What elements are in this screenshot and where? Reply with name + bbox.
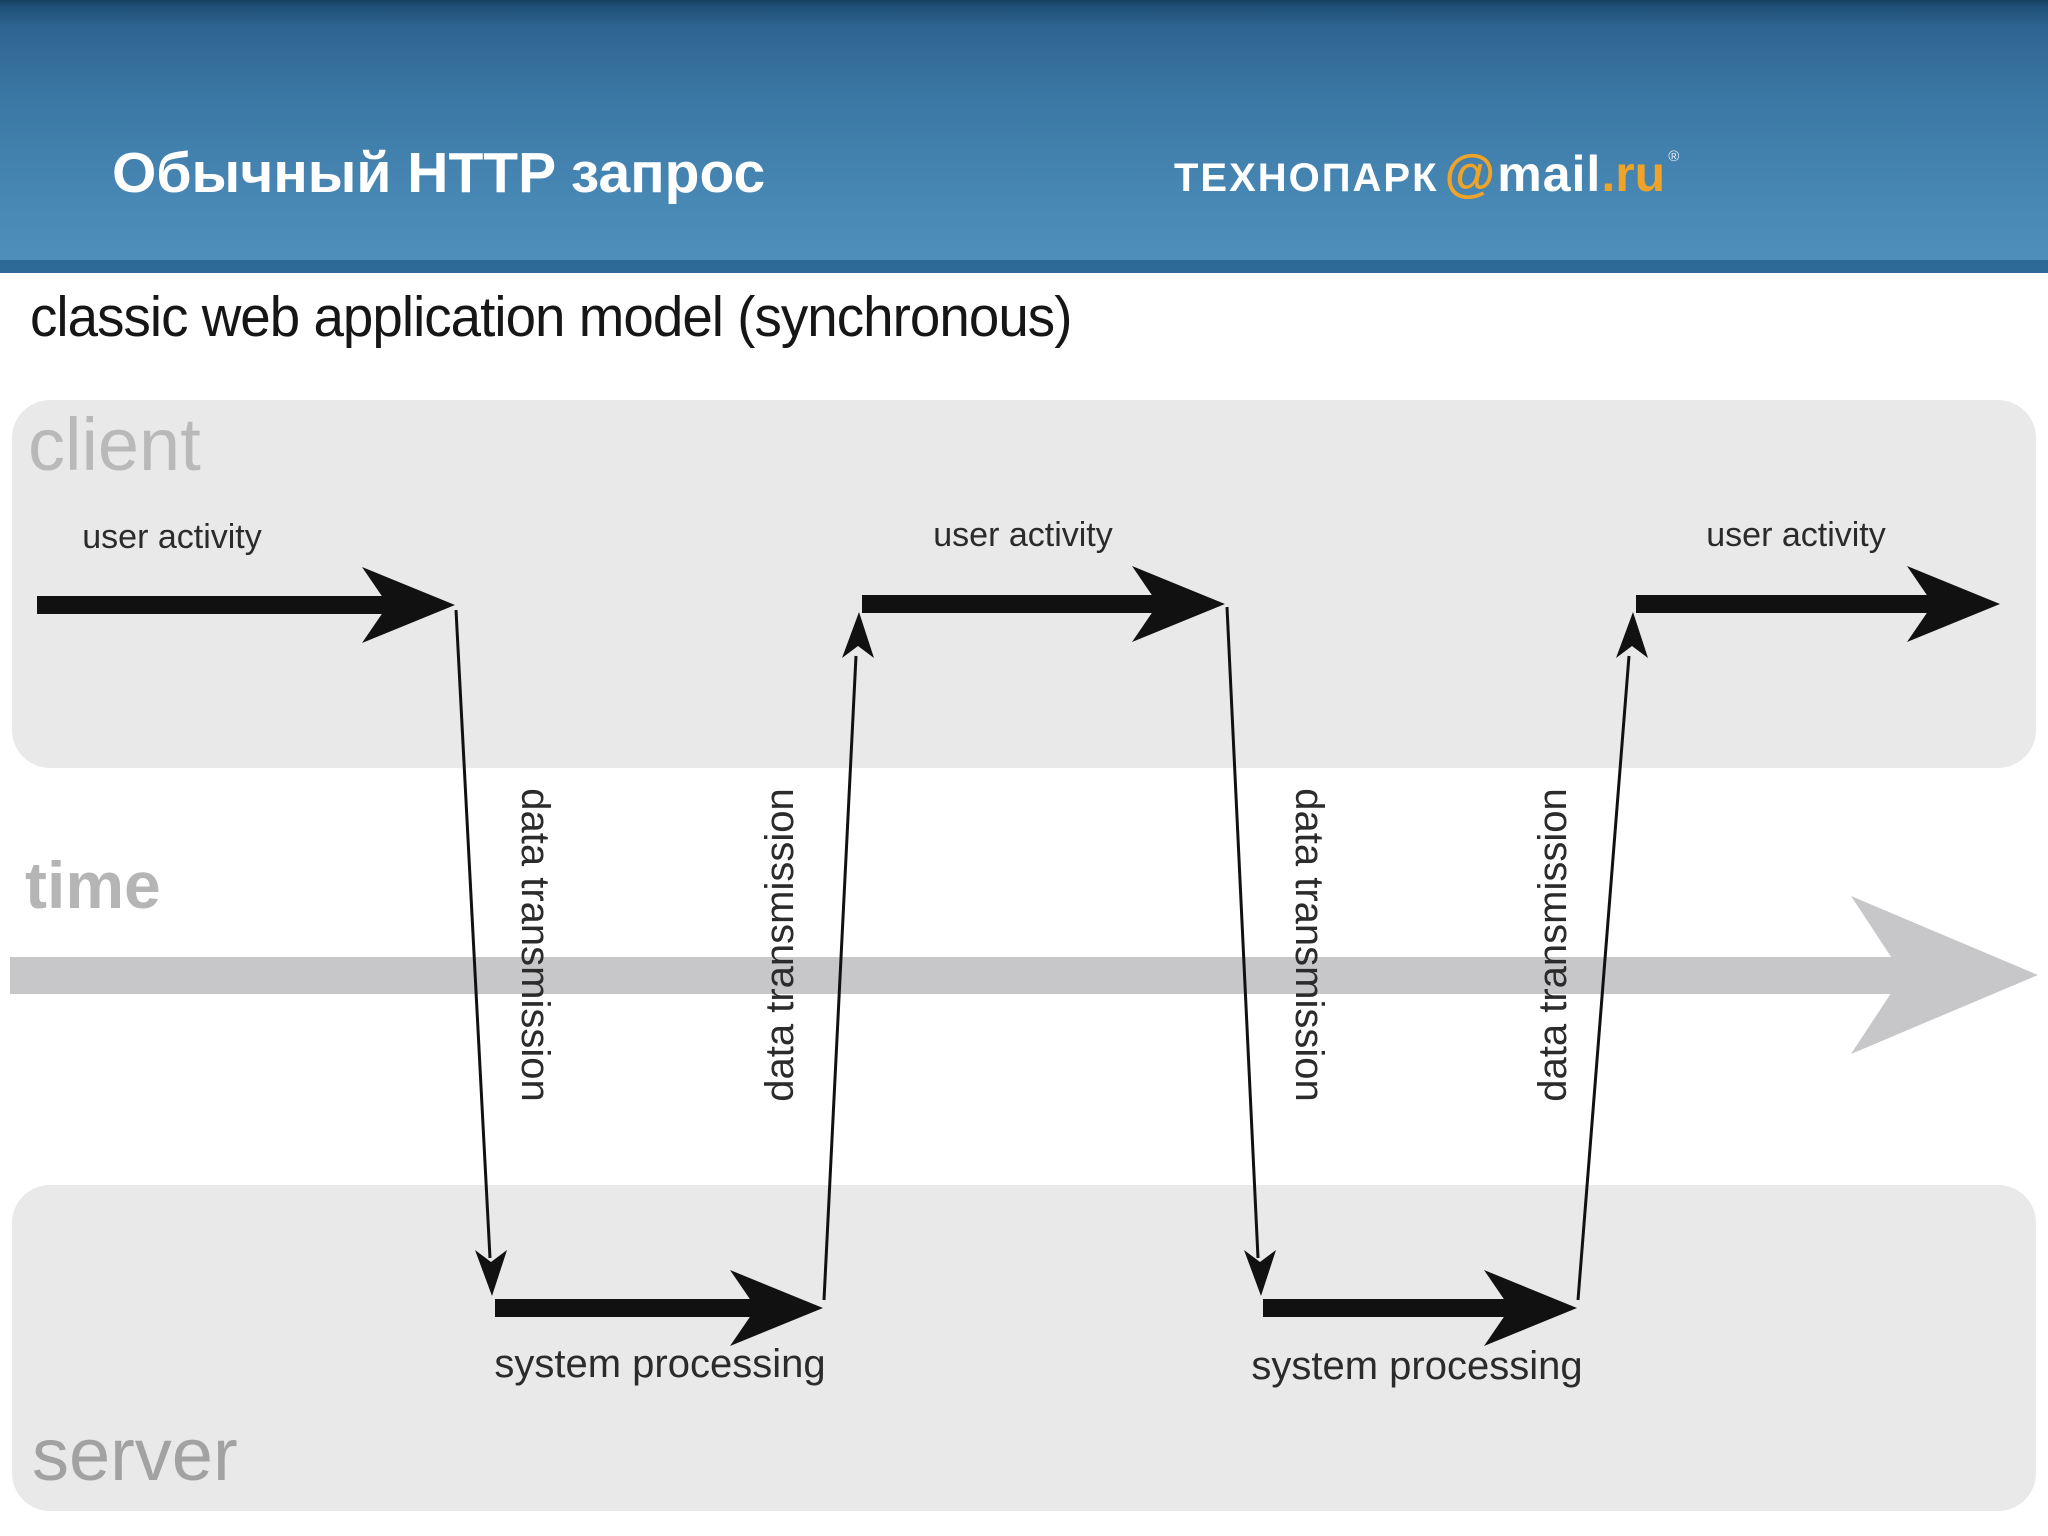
time-axis-arrow [10,896,2038,1054]
slide-header: Обычный HTTP запрос ТЕХНОПАРК @ mail .ru… [0,0,2048,273]
logo-registered-mark: ® [1668,148,1680,165]
data-transmission-label-2: data transmission [758,788,802,1102]
user-activity-label-1: user activity [82,518,262,556]
logo-technopark-text: ТЕХНОПАРК [1174,156,1439,200]
client-label: client [28,403,201,486]
server-band [12,1185,2036,1511]
time-label: time [25,848,161,922]
slide-title: Обычный HTTP запрос [112,141,766,205]
data-transmission-label-4: data transmission [1531,788,1575,1102]
system-processing-label-1: system processing [494,1342,826,1386]
user-activity-label-3: user activity [1706,516,1886,554]
server-label: server [32,1413,238,1496]
system-processing-label-2: system processing [1251,1344,1583,1388]
logo-mail-text: mail [1497,146,1602,202]
logo-at-icon: @ [1444,145,1496,203]
logo-ru-text: .ru [1601,146,1666,202]
technopark-mailru-logo: ТЕХНОПАРК @ mail .ru ® [1174,148,1679,200]
data-transmission-label-1: data transmission [513,788,557,1102]
user-activity-label-2: user activity [933,516,1113,554]
diagram-title: classic web application model (synchrono… [30,285,1072,349]
client-band [12,400,2036,768]
data-transmission-label-3: data transmission [1287,788,1331,1102]
